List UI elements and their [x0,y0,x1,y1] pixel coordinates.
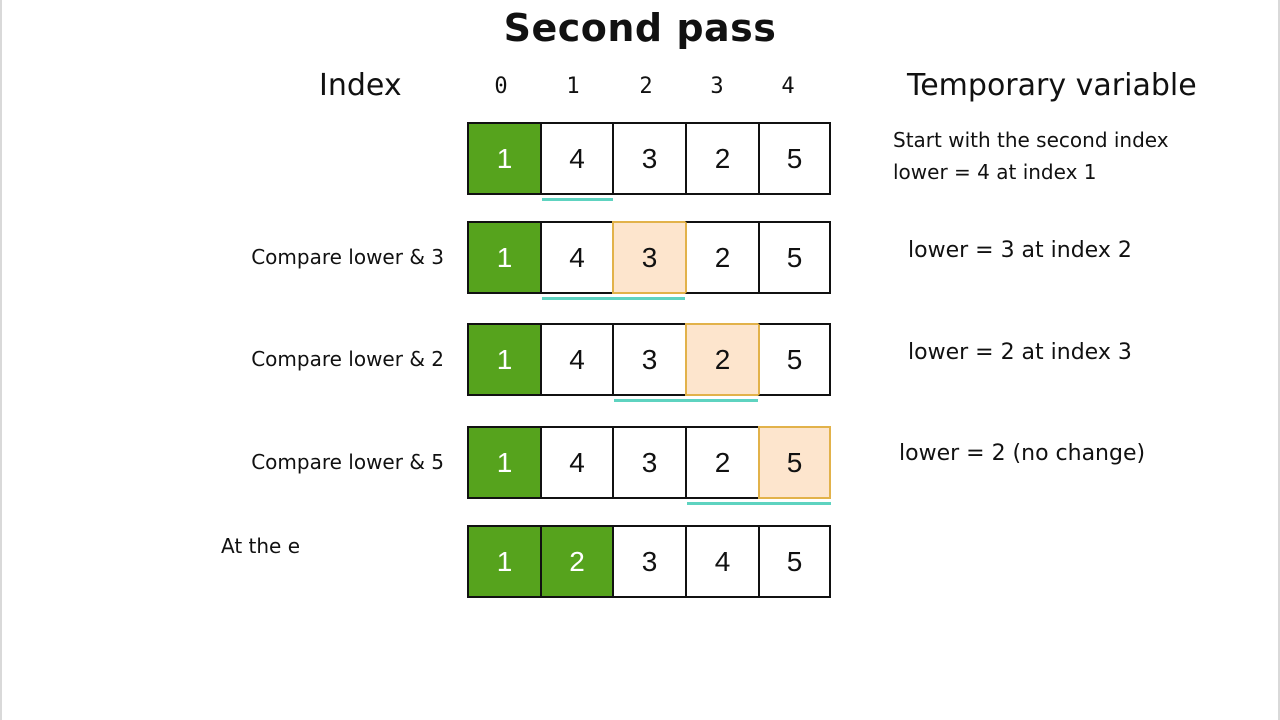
row-3-cell-0: 1 [467,426,542,499]
row-1-label: Compare lower & 3 [251,245,444,269]
row-3-label: Compare lower & 5 [251,450,444,474]
row-2-cell-4: 5 [758,323,831,396]
row-4-cell-2: 3 [612,525,687,598]
row-1-cell-3: 2 [685,221,760,294]
row-2-cell-2: 3 [612,323,687,396]
page-title: Second pass [503,6,777,50]
row-2-cell-3: 2 [685,323,760,396]
row-4-cell-3: 4 [685,525,760,598]
row-3-cell-2: 3 [612,426,687,499]
row-4-cell-4: 5 [758,525,831,598]
note-row4: lower = 2 (no change) [899,441,1146,466]
index-number-2: 2 [639,74,653,99]
row-0-cell-1: 4 [540,122,614,195]
row-1-cell-0: 1 [467,221,542,294]
row-1-cell-1: 4 [540,221,614,294]
note-row3: lower = 2 at index 3 [908,340,1132,365]
row-2-cell-0: 1 [467,323,542,396]
temporary-variable-header: Temporary variable [907,68,1197,103]
row-0-comparison-underline [542,198,613,201]
row-1-cell-2: 3 [612,221,687,294]
row-0-cell-2: 3 [612,122,687,195]
index-number-4: 4 [781,74,795,99]
row-3-comparison-underline [687,502,831,505]
row-4-cell-1: 2 [540,525,614,598]
note-start-line2: lower = 4 at index 1 [893,160,1097,184]
row-3-cell-4: 5 [758,426,831,499]
row-1-cell-4: 5 [758,221,831,294]
partial-caption: At the e [221,534,300,558]
row-2-comparison-underline [614,399,758,402]
frame-left-edge [0,0,2,720]
row-3-cell-1: 4 [540,426,614,499]
index-header: Index [319,68,402,103]
row-4-cell-0: 1 [467,525,542,598]
row-1-comparison-underline [542,297,685,300]
note-row2: lower = 3 at index 2 [908,238,1132,263]
index-number-3: 3 [710,74,724,99]
note-start-line1: Start with the second index [893,128,1169,152]
row-0-cell-4: 5 [758,122,831,195]
row-0-cell-0: 1 [467,122,542,195]
row-2-label: Compare lower & 2 [251,347,444,371]
row-3-cell-3: 2 [685,426,760,499]
row-0-cell-3: 2 [685,122,760,195]
row-2-cell-1: 4 [540,323,614,396]
index-number-1: 1 [566,74,580,99]
index-number-0: 0 [494,74,508,99]
frame-right-edge [1278,0,1280,720]
